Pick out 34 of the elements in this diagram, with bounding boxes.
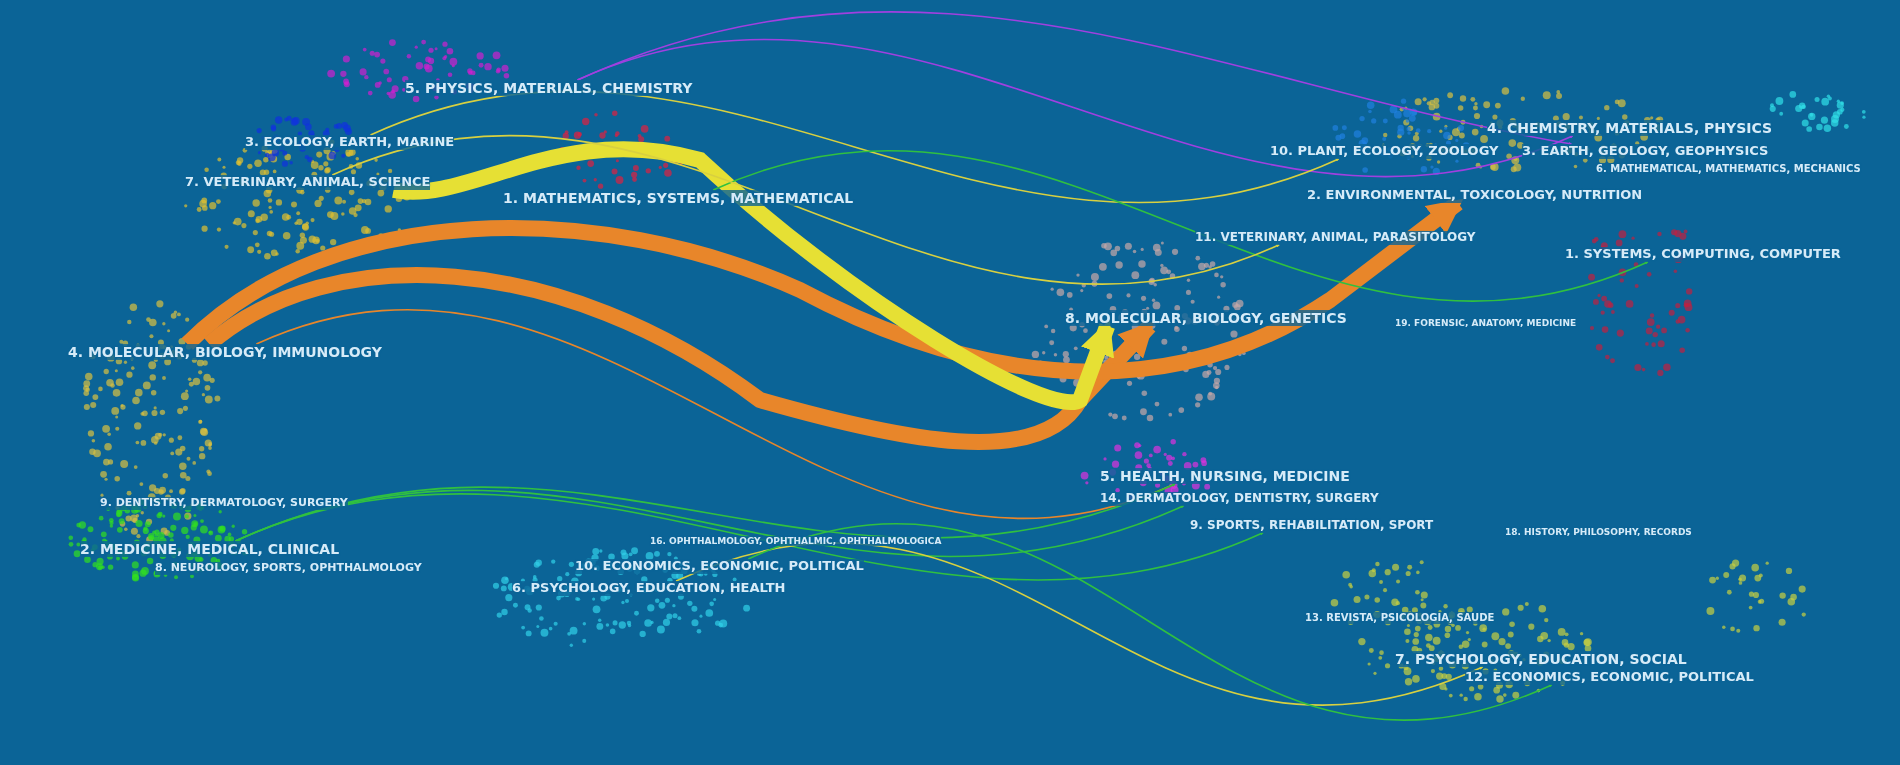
flow-band-arrow bbox=[392, 141, 1115, 410]
cluster-label: 4. CHEMISTRY, MATERIALS, PHYSICS bbox=[1487, 120, 1773, 137]
cluster-label: 10. ECONOMICS, ECONOMIC, POLITICAL bbox=[575, 559, 864, 574]
citation-arrow bbox=[331, 134, 1280, 285]
cluster-label: 4. MOLECULAR, BIOLOGY, IMMUNOLOGY bbox=[68, 344, 382, 361]
cluster-label: 12. ECONOMICS, ECONOMIC, POLITICAL bbox=[1465, 670, 1754, 685]
cluster-label: 16. OPHTHALMOLOGY, OPHTHALMIC, OPHTHALMOLOGICA bbox=[650, 536, 942, 547]
flow-band-arrow bbox=[204, 267, 1156, 450]
cluster-label: 2. ENVIRONMENTAL, TOXICOLOGY, NUTRITION bbox=[1307, 188, 1643, 203]
cluster-label: 3. EARTH, GEOLOGY, GEOPHYSICS bbox=[1522, 144, 1769, 159]
cluster-label: 10. PLANT, ECOLOGY, ZOOLOGY bbox=[1270, 144, 1499, 159]
cluster-label: 3. ECOLOGY, EARTH, MARINE bbox=[245, 135, 455, 150]
citation-arrow bbox=[234, 493, 1264, 580]
cluster-label: 2. MEDICINE, MEDICAL, CLINICAL bbox=[80, 541, 340, 558]
cluster-label: 7. VETERINARY, ANIMAL, SCIENCE bbox=[185, 175, 431, 190]
cluster-label: 13. REVISTA, PSICOLOGIA, SAUDE bbox=[1305, 612, 1495, 624]
cluster-label: 5. PHYSICS, MATERIALS, CHEMISTRY bbox=[405, 80, 693, 97]
citation-arrow bbox=[747, 523, 1553, 721]
citation-arrow bbox=[712, 150, 1649, 302]
cluster-label: 1. MATHEMATICS, SYSTEMS, MATHEMATICAL bbox=[503, 190, 854, 207]
cluster-label: 19. FORENSIC, ANATOMY, MEDICINE bbox=[1395, 318, 1577, 329]
cluster-label: 9. DENTISTRY, DERMATOLOGY, SURGERY bbox=[100, 497, 348, 510]
cluster-label: 8. MOLECULAR, BIOLOGY, GENETICS bbox=[1065, 310, 1347, 327]
cluster-label: 11. VETERINARY, ANIMAL, PARASITOLOGY bbox=[1195, 231, 1476, 245]
cluster-label: 7. PSYCHOLOGY, EDUCATION, SOCIAL bbox=[1395, 651, 1687, 668]
cluster-label: 8. NEUROLOGY, SPORTS, OPHTHALMOLOGY bbox=[155, 562, 422, 575]
cluster-label: 6. MATHEMATICAL, MATHEMATICS, MECHANICS bbox=[1596, 163, 1861, 175]
cluster-label: 6. PSYCHOLOGY, EDUCATION, HEALTH bbox=[512, 581, 786, 596]
cluster-label: 9. SPORTS, REHABILITATION, SPORT bbox=[1190, 519, 1434, 533]
cluster-label: 18. HISTORY, PHILOSOPHY, RECORDS bbox=[1505, 527, 1692, 538]
cluster-label: 5. HEALTH, NURSING, MEDICINE bbox=[1100, 468, 1350, 485]
citation-arrow bbox=[576, 11, 1573, 146]
cluster-label: 14. DERMATOLOGY, DENTISTRY, SURGERY bbox=[1100, 492, 1379, 506]
cluster-label: 1. SYSTEMS, COMPUTING, COMPUTER bbox=[1565, 247, 1841, 262]
